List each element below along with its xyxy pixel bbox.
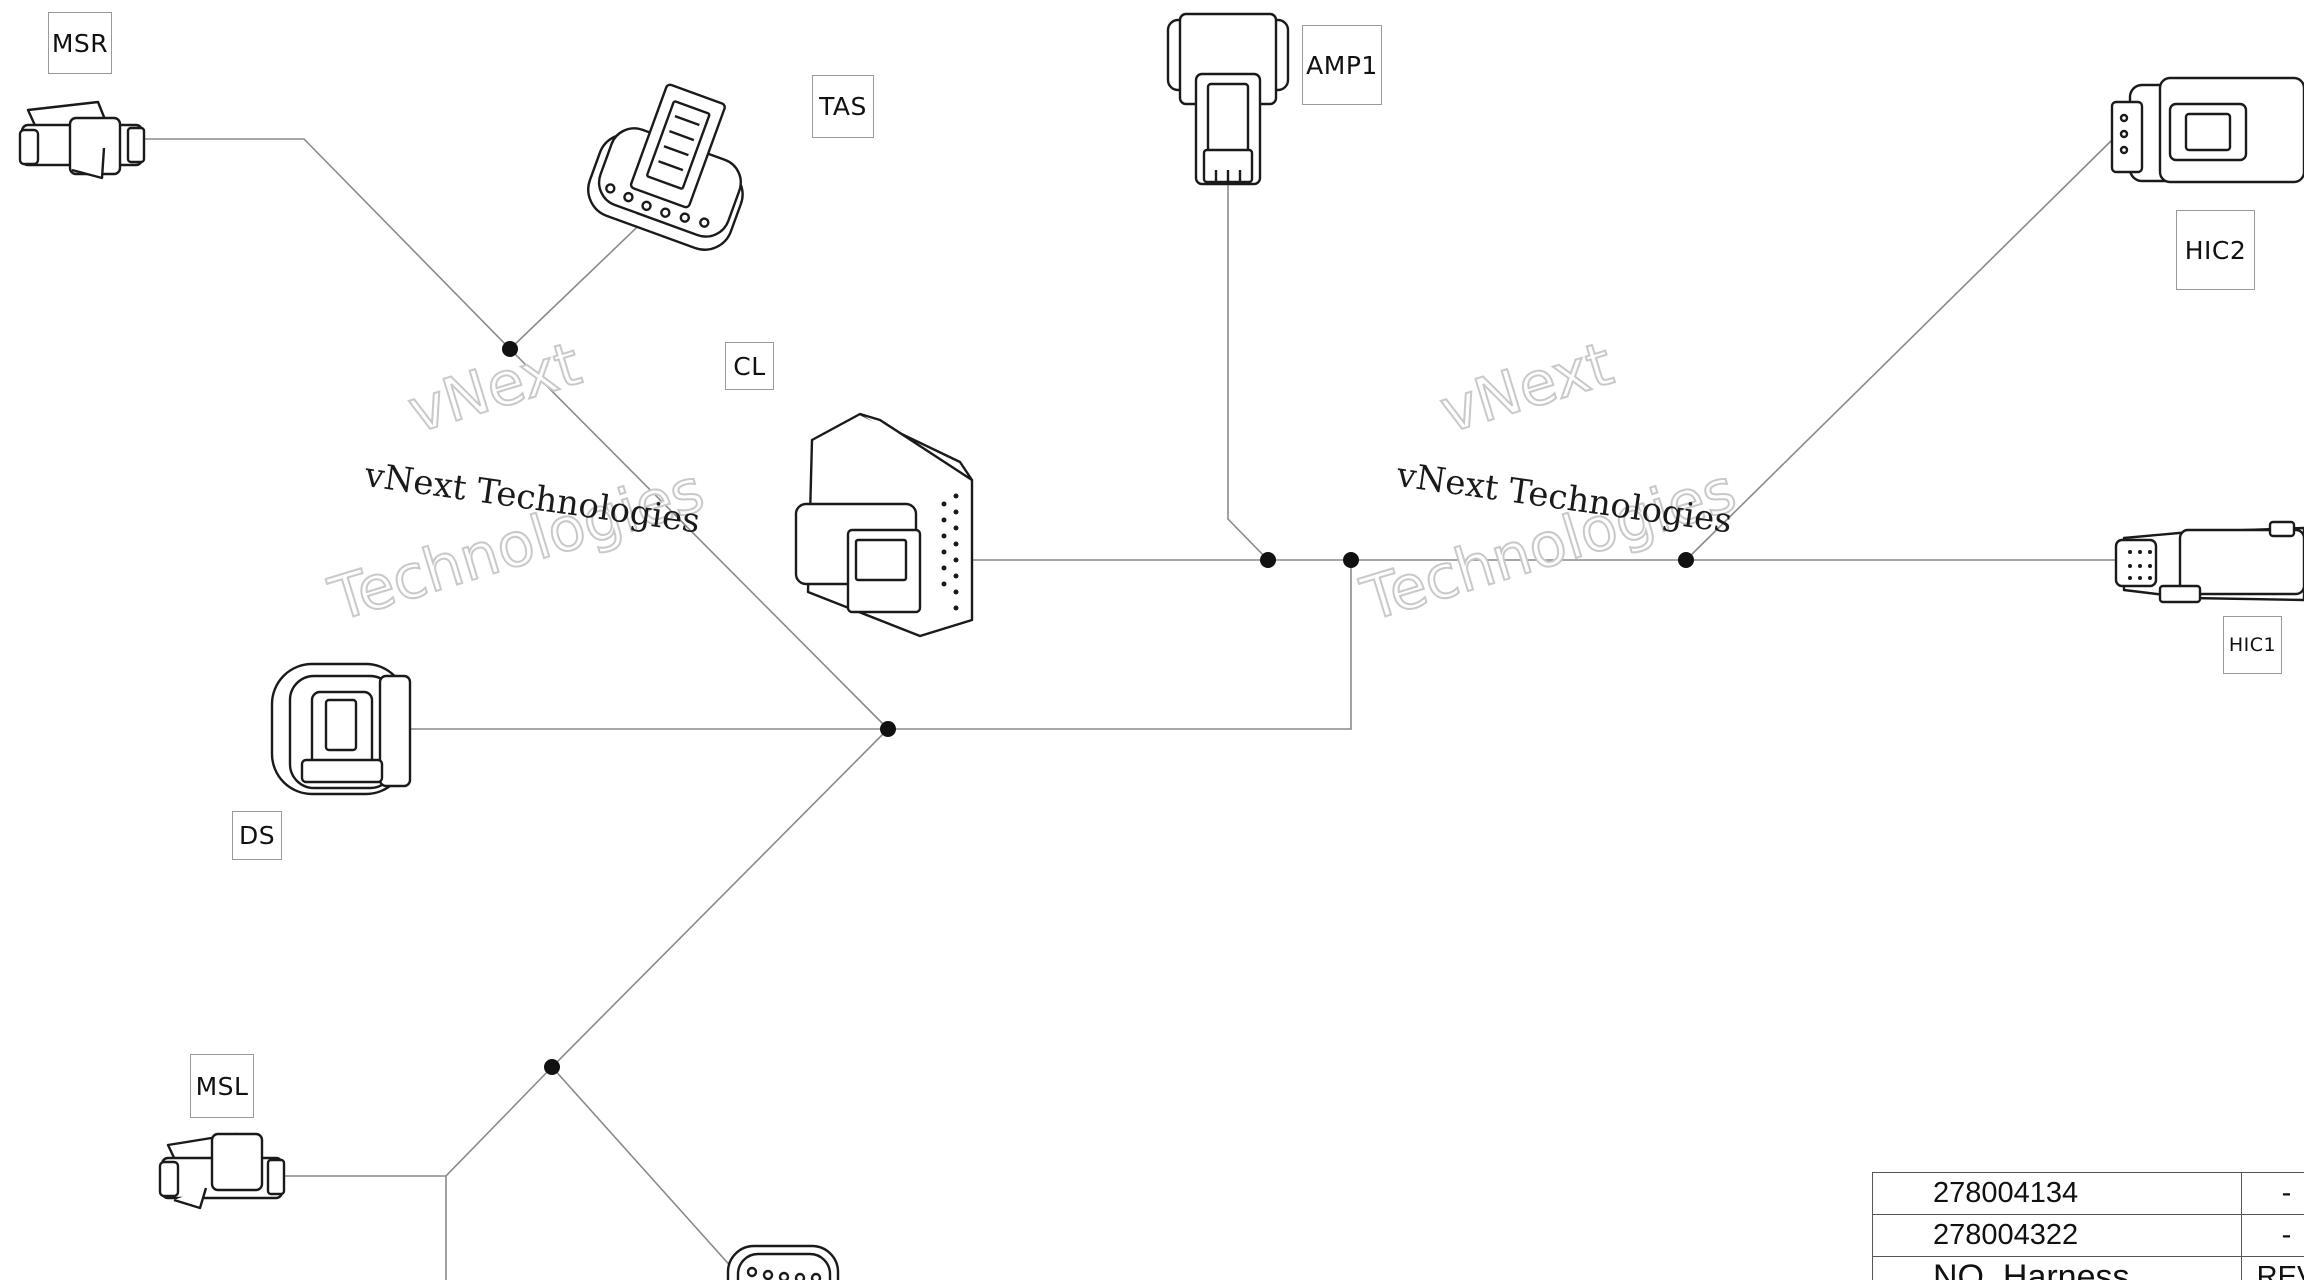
splice-node — [1343, 552, 1359, 568]
label-amp1: AMP1 — [1302, 25, 1382, 105]
label-ds: DS — [232, 811, 282, 860]
lower-connector-icon — [726, 1244, 840, 1280]
splice-node — [502, 341, 518, 357]
splice-node — [880, 721, 896, 737]
bom-header-row: NO. Harness REV — [1872, 1256, 2304, 1280]
watermark-right: vNext Technologies vNext Technologies — [1344, 328, 1745, 636]
bom-header-part: NO. Harness — [1872, 1256, 2242, 1280]
watermark-left: vNext Technologies vNext Technologies — [312, 328, 713, 636]
hic2-connector-icon — [2110, 76, 2304, 184]
bom-table-viewport: 278004134 - 278004322 - NO. Harness REV — [1872, 1172, 2304, 1280]
label-cl: CL — [725, 342, 774, 390]
label-msr: MSR — [48, 12, 112, 74]
amp1-connector-icon — [1166, 12, 1290, 186]
msl-connector-icon — [158, 1132, 286, 1210]
splice-node — [544, 1059, 560, 1075]
label-hic2: HIC2 — [2176, 210, 2255, 290]
bom-part-cell: 278004134 — [1872, 1172, 2242, 1215]
label-tas: TAS — [812, 75, 874, 138]
hic1-connector-icon — [2114, 520, 2304, 604]
wire-msr — [138, 138, 889, 730]
label-hic1: HIC1 — [2223, 616, 2282, 674]
bom-table: 278004134 - 278004322 - NO. Harness REV — [1872, 1172, 2304, 1280]
bom-rev-cell: - — [2241, 1172, 2304, 1215]
cl-connector-icon — [794, 412, 974, 638]
wire-hic2 — [1685, 139, 2113, 561]
bom-rev-cell: - — [2241, 1214, 2304, 1257]
wire-lower — [550, 728, 889, 1280]
bom-header-rev: REV — [2241, 1256, 2304, 1280]
table-row: 278004134 - — [1872, 1172, 2304, 1215]
table-row: 278004322 - — [1872, 1214, 2304, 1257]
bom-part-cell: 278004322 — [1872, 1214, 2242, 1257]
wire-amp1 — [1227, 185, 1269, 561]
ds-connector-icon — [270, 662, 412, 796]
splice-node — [1260, 552, 1276, 568]
label-msl: MSL — [190, 1054, 254, 1118]
splice-node — [1678, 552, 1694, 568]
tas-connector-icon — [587, 83, 744, 251]
wire-ds — [408, 560, 1352, 730]
wire-msl — [445, 1066, 553, 1280]
msr-connector-icon — [18, 100, 146, 180]
